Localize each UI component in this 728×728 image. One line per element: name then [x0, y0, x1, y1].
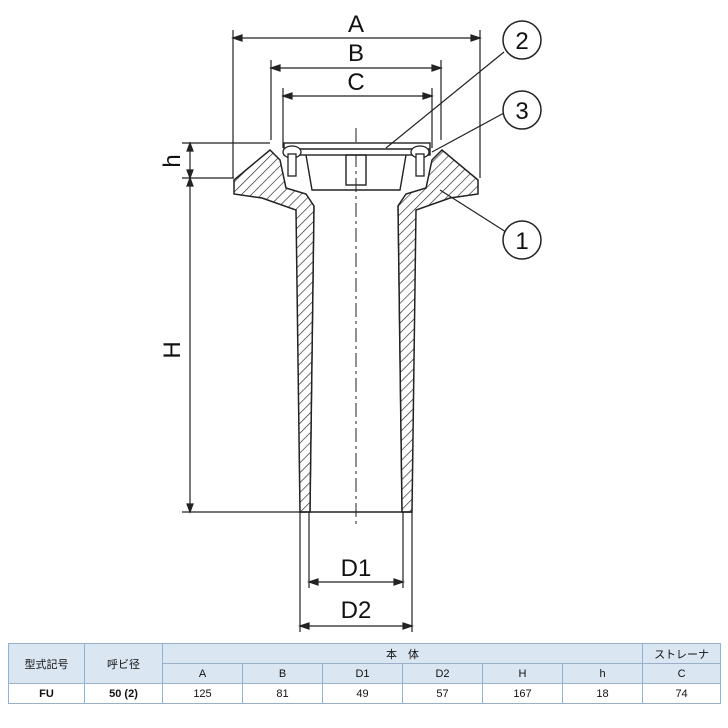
table-header-row-1: 型式記号 呼ビ径 本 体 ストレーナ [8, 643, 722, 684]
dimension-d1-label: D1 [341, 555, 372, 582]
bolt-left [282, 145, 302, 177]
subheader-a: A [162, 663, 243, 684]
dimension-b [269, 60, 443, 140]
callout-1-leader [439, 189, 507, 233]
cell-c: 74 [642, 683, 722, 704]
subheader-h-large: H [482, 663, 563, 684]
dimension-a [231, 30, 482, 178]
header-body: 本 体 [161, 643, 644, 664]
cell-a: 125 [162, 683, 243, 704]
cell-model: FU [8, 683, 85, 704]
table-row: FU 50 (2) 125 81 49 57 167 18 74 [8, 683, 722, 704]
dimension-a-label: A [348, 11, 364, 38]
callout-2: 2 [502, 20, 542, 60]
header-size: 呼ビ径 [84, 643, 163, 684]
callout-2-label: 2 [515, 28, 528, 55]
cell-d2: 57 [402, 683, 483, 704]
cell-d1: 49 [322, 683, 403, 704]
dimension-d2 [298, 512, 414, 632]
strainer [283, 142, 431, 191]
cell-size: 50 (2) [84, 683, 163, 704]
dimension-h-small-label: h [159, 154, 186, 167]
cell-h-small: 18 [561, 683, 644, 704]
pipe-inner-left [309, 205, 315, 513]
cell-b: 81 [242, 683, 323, 704]
subheader-d1: D1 [322, 663, 403, 684]
dimension-d1 [307, 512, 405, 588]
bolt-right [410, 145, 430, 177]
spec-table: 型式記号 呼ビ径 本 体 ストレーナ A B D1 D2 H h C FU 50… [8, 643, 722, 704]
callout-3: 3 [502, 90, 542, 130]
table-header-row-2: A B D1 D2 H h C [9, 663, 722, 684]
header-model: 型式記号 [8, 643, 85, 684]
technical-drawing: A B C h H D1 [159, 11, 542, 632]
callout-3-label: 3 [515, 98, 528, 125]
dimension-c [281, 88, 434, 148]
drain-body-right [397, 148, 479, 513]
subheader-b: B [242, 663, 323, 684]
cell-h-large: 167 [482, 683, 563, 704]
callout-1: 1 [502, 220, 542, 260]
dimension-c-label: C [347, 69, 364, 96]
dimension-h-large [182, 176, 306, 514]
dimension-b-label: B [348, 40, 364, 67]
dimension-h-large-label: H [159, 341, 186, 358]
callout-2-leader [385, 51, 505, 149]
subheader-d2: D2 [402, 663, 483, 684]
header-strainer: ストレーナ [642, 643, 722, 664]
subheader-h-small: h [561, 663, 644, 684]
dimension-h-small [182, 141, 270, 180]
callout-1-label: 1 [515, 228, 528, 255]
drain-body-left [233, 148, 315, 513]
pipe-inner-right [397, 205, 403, 513]
callout-3-leader [431, 112, 505, 153]
dimension-d2-label: D2 [341, 597, 372, 624]
subheader-c: C [642, 663, 722, 684]
